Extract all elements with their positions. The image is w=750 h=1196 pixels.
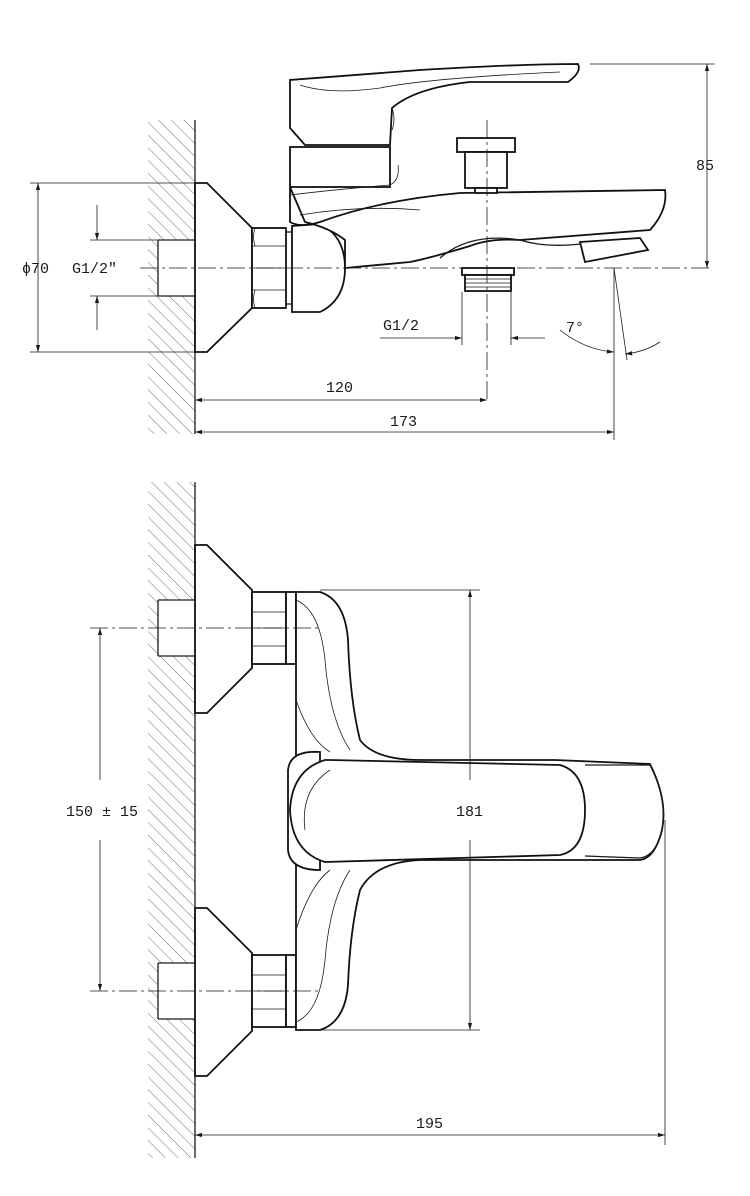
dimension-inlet-thread: G1/2" — [72, 205, 158, 330]
dimension-height: 85 — [590, 63, 715, 268]
label-total-depth-top: 195 — [416, 1116, 443, 1133]
label-total-depth-side: 173 — [390, 414, 417, 431]
dimension-total-depth-side: 173 — [195, 414, 614, 435]
wall-flange-side — [194, 182, 253, 353]
lower-inlet-top — [194, 907, 297, 1077]
dimension-body-width: 181 — [320, 589, 483, 1031]
label-height: 85 — [696, 158, 714, 175]
upper-inlet-top — [194, 544, 297, 714]
wall-section-top — [148, 482, 196, 1158]
label-inlet-thread: G1/2" — [72, 261, 117, 278]
label-center-distance: 150 ± 15 — [66, 804, 138, 821]
mixer-body-side — [289, 63, 667, 292]
label-inlet-to-outlet: 120 — [326, 380, 353, 397]
side-view: 85 ϕ70 G1/2" G1/2 — [22, 63, 715, 440]
dimension-inlet-to-outlet: 120 — [195, 380, 487, 403]
wall-section-side — [148, 120, 196, 434]
dimension-total-depth-top: 195 — [195, 820, 666, 1145]
dimension-center-distance: 150 ± 15 — [66, 628, 138, 991]
center-lines-side — [140, 120, 710, 400]
center-lines-top — [90, 627, 320, 992]
label-spout-angle: 7° — [566, 320, 584, 337]
dimension-outlet-thread: G1/2 — [380, 292, 545, 345]
mixer-body-top — [287, 591, 665, 1031]
label-outlet-thread: G1/2 — [383, 318, 419, 335]
label-flange-diameter: ϕ70 — [22, 261, 49, 278]
dimension-spout-angle: 7° — [559, 267, 661, 440]
dimension-flange-diameter: ϕ70 — [22, 182, 195, 353]
top-view: 150 ± 15 181 195 — [66, 482, 666, 1158]
label-body-width: 181 — [456, 804, 483, 821]
